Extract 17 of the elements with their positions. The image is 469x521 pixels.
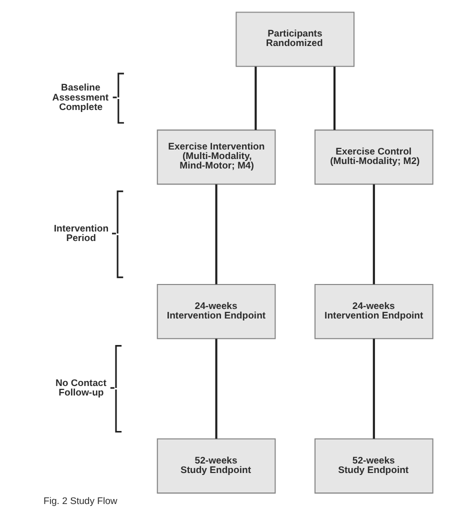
caption: Fig. 2 Study Flow (43, 495, 117, 506)
connector (214, 338, 217, 438)
connector (372, 184, 374, 284)
label: Intervention Period (53, 223, 108, 244)
node-box: 52-weeks Study Endpoint (156, 438, 276, 494)
connector (332, 66, 336, 130)
connector (254, 66, 256, 130)
node-box: 24-weeks Intervention Endpoint (314, 283, 433, 339)
node-box: Exercise Control (Multi-Modality; M2) (314, 129, 433, 184)
connector (372, 338, 374, 438)
label: No Contact Follow-up (54, 378, 106, 398)
label: Baseline Assessment Complete (52, 82, 108, 112)
node-box: 52-weeks Study Endpoint (314, 438, 433, 494)
node-box: Exercise Intervention (Multi-Modality, Mind-Motor; M4) (156, 129, 276, 184)
node-box: Participants Randomized (235, 11, 354, 66)
connector (214, 184, 217, 284)
node-box: 24-weeks Intervention Endpoint (156, 283, 276, 339)
